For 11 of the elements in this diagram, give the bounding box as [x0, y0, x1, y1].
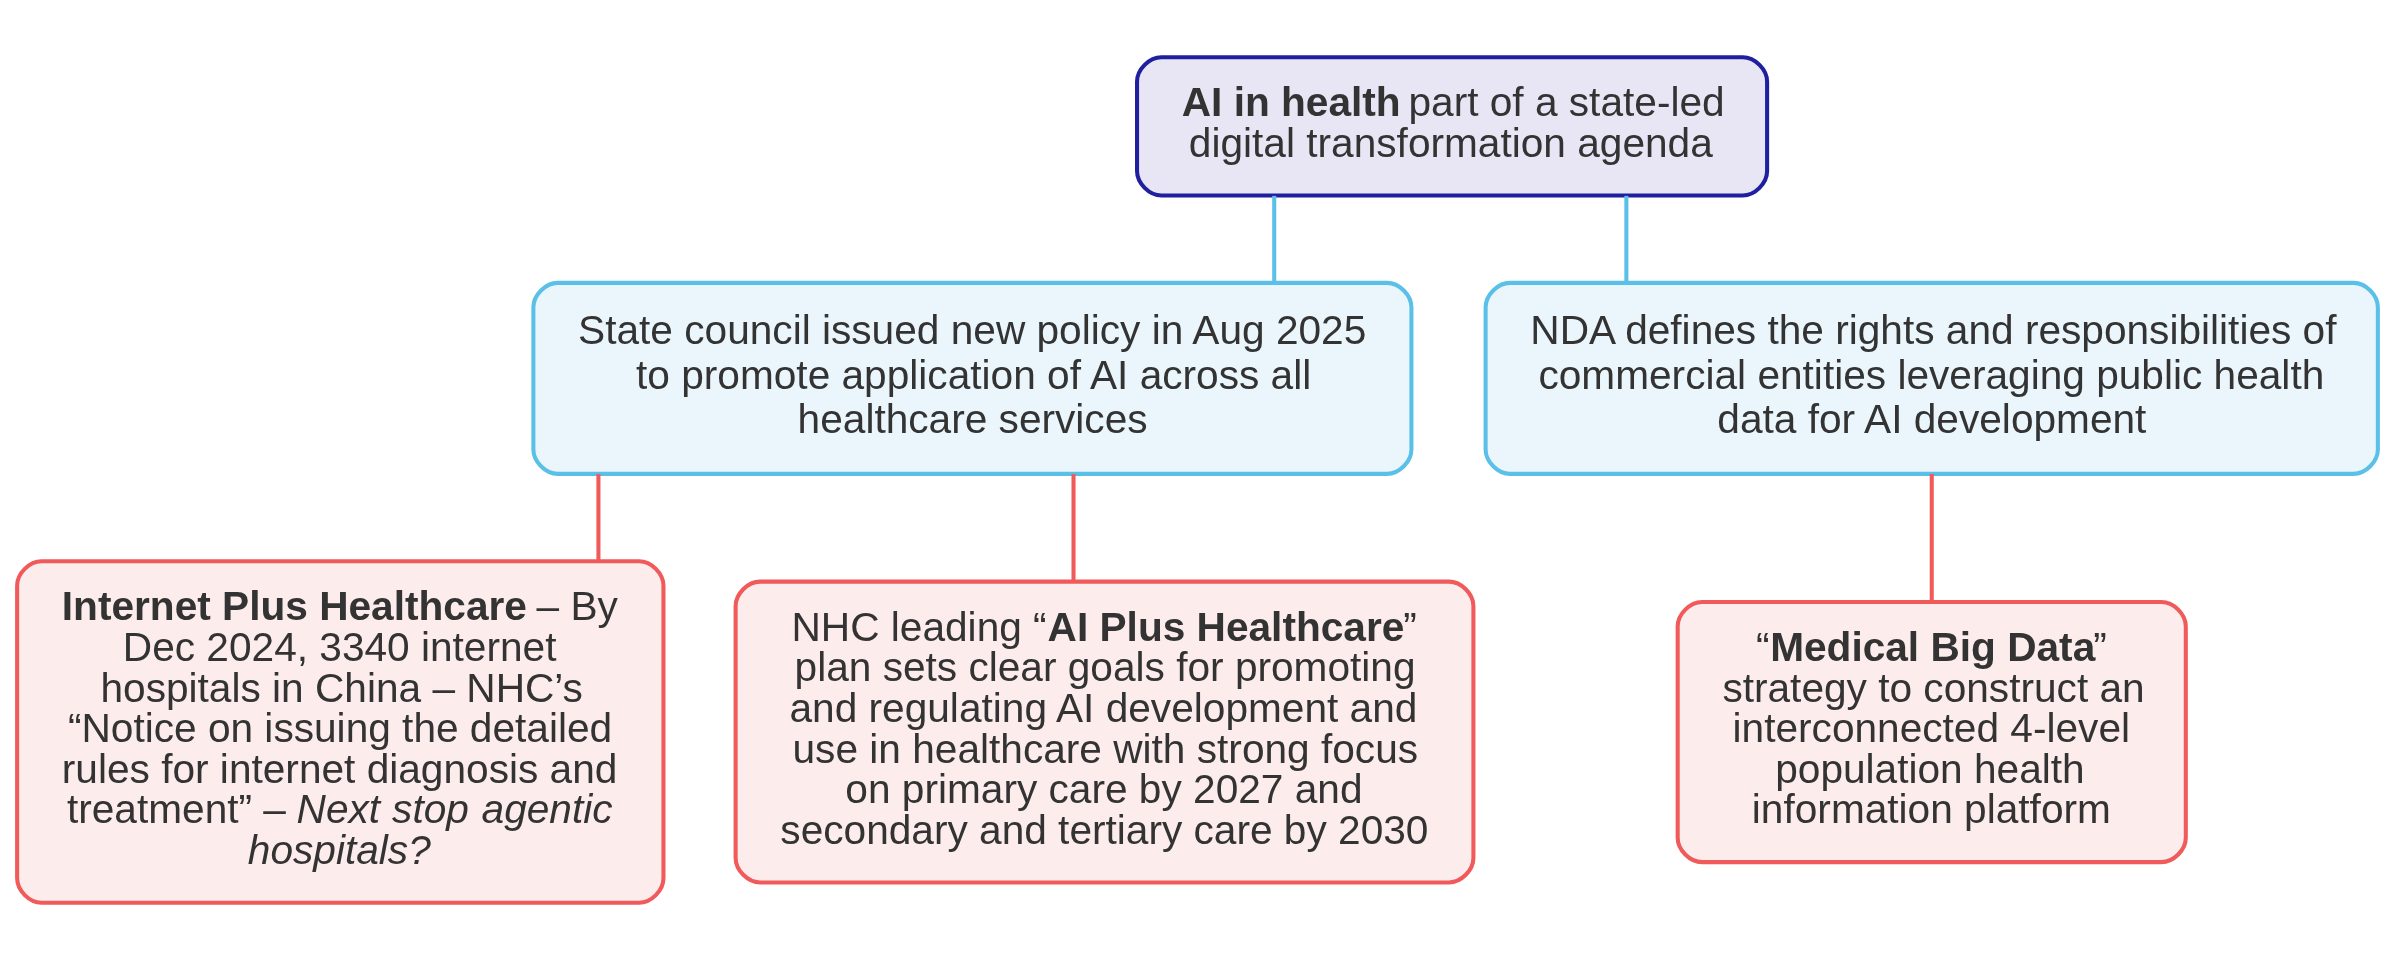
connector [1071, 474, 1076, 581]
connector [595, 474, 600, 562]
node-box: AI in health part of a state-led digital transformation agenda [1134, 55, 1769, 198]
node-box: “Medical Big Data” strategy to construct an interconnected 4-level population health information platform [1675, 599, 2188, 865]
node-box: Internet Plus Healthcare – By Dec 2024, 3340 internet hospitals in China – NHC’s “Notice on issuing the detailed rules for internet diagnosis and treatment” – Next stop agentic hospitals? [14, 559, 665, 905]
connector [1271, 195, 1276, 283]
connector [1623, 195, 1628, 283]
node-box: State council issued new policy in Aug 2025 to promote application of AI across all healthcare services [530, 280, 1413, 476]
node-box: NDA defines the rights and responsibilities of commercial entities leveraging public health data for AI development [1483, 280, 2380, 476]
node-box: NHC leading “AI Plus Healthcare” plan sets clear goals for promoting and regulating AI development and use in healthcare with strong focus on primary care by 2027 and secondary and tertiary care by 2030 [733, 579, 1475, 885]
connector [1929, 474, 1934, 602]
